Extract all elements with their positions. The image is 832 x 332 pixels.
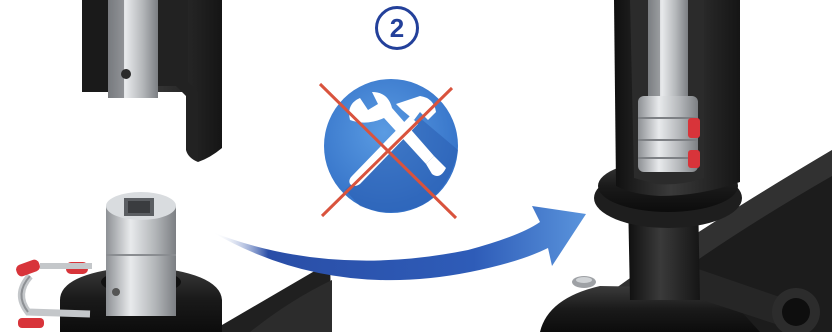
curved-arrow-icon: [212, 206, 586, 280]
key-hole: [121, 69, 131, 79]
red-clip-upper: [688, 118, 700, 138]
assembled-valve: [540, 0, 832, 332]
red-clip-lower: [688, 150, 700, 168]
metal-stem: [106, 206, 176, 316]
top-sleeve-part: [82, 0, 222, 162]
step-number: 2: [390, 13, 404, 44]
step-number-badge: 2: [375, 6, 419, 50]
no-tools-icon: [320, 79, 458, 218]
